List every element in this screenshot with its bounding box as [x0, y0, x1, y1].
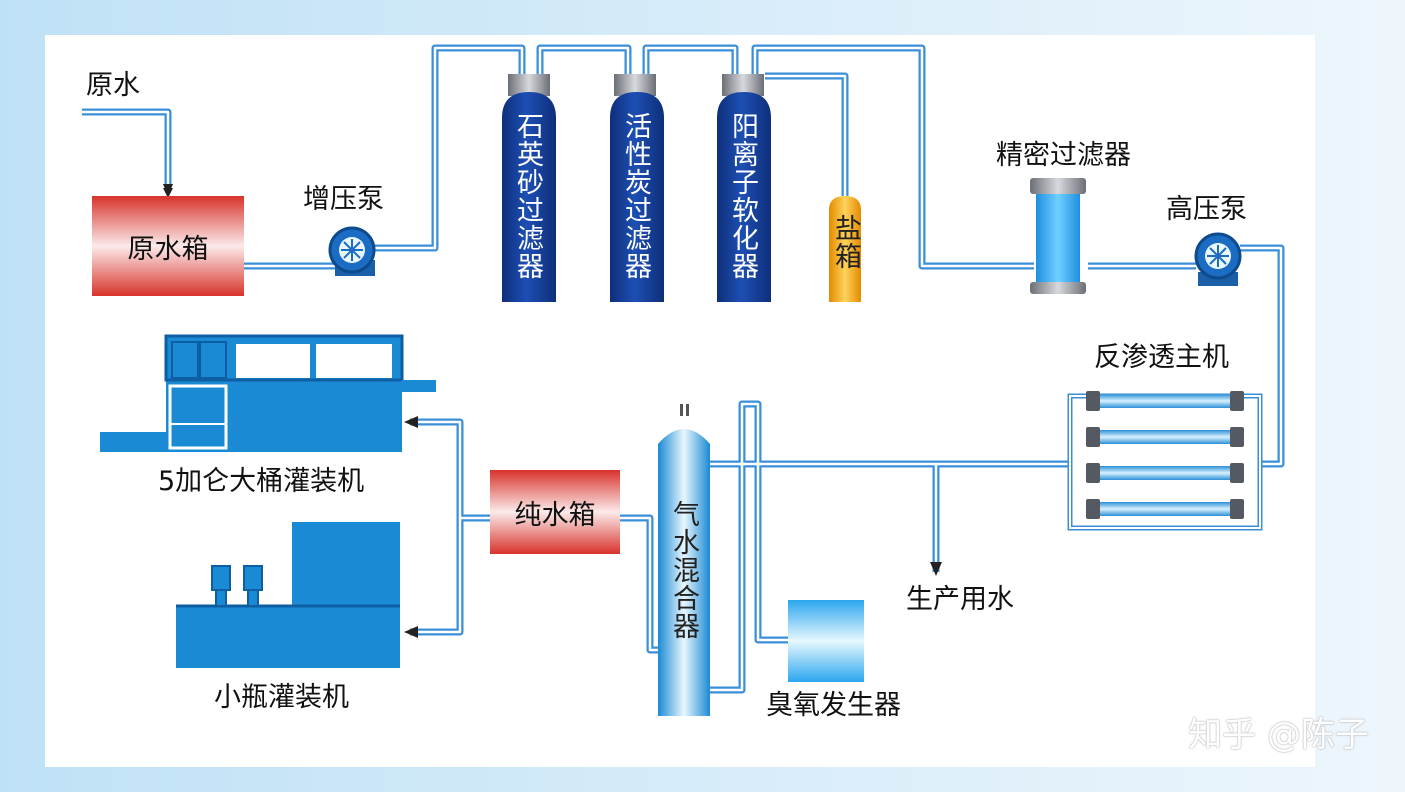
small-bottle-filler-label: 小瓶灌装机 — [214, 682, 349, 713]
precision-filter-label: 精密过滤器 — [996, 140, 1131, 171]
raw-water-arrowhead — [163, 184, 173, 196]
pipes-inner — [82, 46, 1283, 692]
pure-tank-label: 纯水箱 — [514, 499, 596, 531]
raw-water-label: 原水 — [86, 70, 140, 101]
production-water-label: 生产用水 — [906, 584, 1014, 615]
ozone-generator-box — [788, 600, 864, 682]
production-water-arrowhead — [930, 562, 942, 576]
gas-water-mixer-vessel — [658, 404, 710, 716]
watermark: 知乎 @陈子 — [1188, 715, 1369, 755]
filler-5gal-machine — [100, 334, 436, 452]
ro-host-label: 反渗透主机 — [1094, 342, 1229, 373]
salt-tank-label: 盐箱 — [830, 214, 861, 270]
high-pressure-pump-icon — [1194, 232, 1242, 286]
quartz-filter-label: 石英砂过滤器 — [512, 112, 543, 280]
filler-5gal-arrowhead — [404, 416, 418, 428]
ro-host-unit — [1067, 391, 1263, 531]
booster-pump-label: 增压泵 — [303, 184, 384, 215]
precision-filter-vessel — [1030, 178, 1086, 294]
cation-softener-label: 阳离子软化器 — [727, 112, 758, 280]
raw-water-tank — [92, 196, 244, 296]
ro-membranes — [1086, 391, 1244, 519]
small-filler-arrowhead — [404, 626, 418, 638]
gas-water-mixer-label: 气水混合器 — [668, 500, 699, 640]
booster-pump-icon — [328, 226, 376, 276]
carbon-filter-vessel — [610, 74, 664, 302]
filler-5gal-label: 5加仑大桶灌装机 — [158, 466, 365, 497]
ozone-generator-label: 臭氧发生器 — [766, 690, 901, 721]
high-pressure-pump-label: 高压泵 — [1166, 194, 1247, 225]
carbon-filter-label: 活性炭过滤器 — [620, 112, 651, 280]
small-bottle-filler-machine — [176, 522, 400, 668]
pure-water-tank — [490, 470, 620, 554]
raw-tank-label: 原水箱 — [127, 233, 209, 265]
quartz-filter-vessel — [502, 74, 556, 302]
salt-tank-vessel — [829, 196, 861, 302]
cation-softener-vessel — [717, 74, 771, 302]
